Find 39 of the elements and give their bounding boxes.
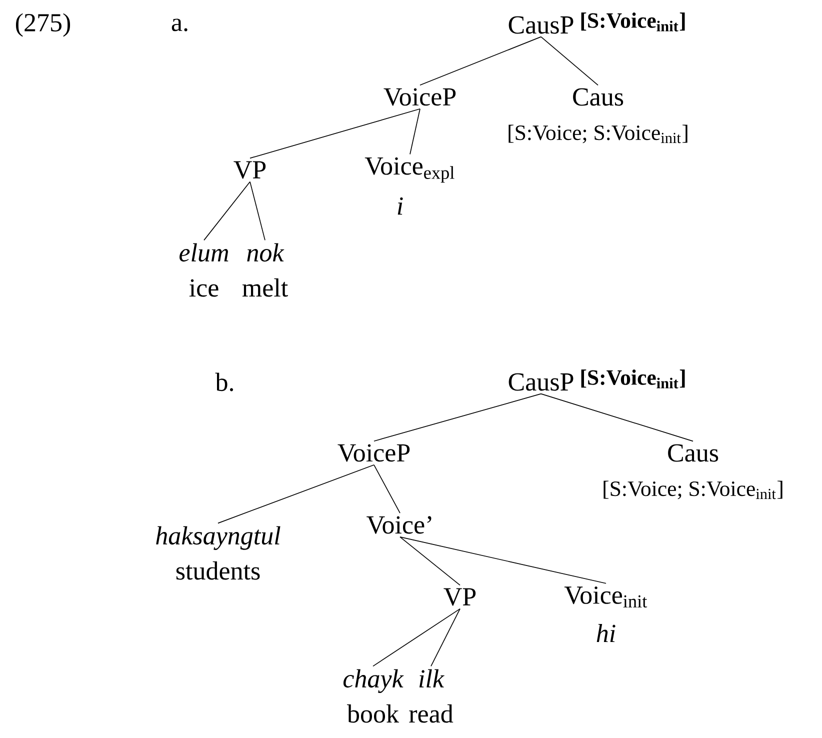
tree-branch xyxy=(372,608,460,667)
tree-label: VoiceP xyxy=(338,444,410,462)
tree-branch xyxy=(250,108,420,159)
subexample-label: a. xyxy=(172,18,188,32)
example-number: (275) xyxy=(16,13,70,37)
tree-branch xyxy=(204,181,250,241)
feature-label: [S:Voice; S:Voice$_{init}$] xyxy=(508,124,688,144)
tree-label: CausP xyxy=(508,16,574,34)
morpheme: hi xyxy=(596,624,616,642)
tree-label: VP xyxy=(444,588,476,606)
feature-label: [S:Voice; S:Voice$_{init}$] xyxy=(604,480,782,500)
tree-label: Caus xyxy=(573,88,624,106)
word-pair: chayk book xyxy=(343,669,404,723)
feature-label: [S:Voice$_{init}$] xyxy=(581,370,685,388)
tree-branch xyxy=(250,181,266,241)
tree-branch xyxy=(420,36,542,86)
subexample-label: b. xyxy=(215,372,234,392)
feature-label: [S:Voice$_{init}$] xyxy=(581,12,685,32)
tree-branch xyxy=(540,393,694,442)
tree-branch xyxy=(540,36,598,86)
tree-branch xyxy=(374,464,400,514)
word-pair: nok melt xyxy=(242,243,288,297)
tree-label: Voice$_{init}$ xyxy=(564,586,648,608)
tree-label: CausP xyxy=(508,373,574,391)
tree-label: VP xyxy=(234,161,266,179)
tree-branch xyxy=(218,464,374,524)
tree-label: Caus xyxy=(668,444,718,462)
tree-branch xyxy=(400,536,460,586)
tree-branch xyxy=(410,108,420,155)
tree-label: VoiceP xyxy=(384,88,456,106)
word-pair: elum ice xyxy=(180,243,228,297)
morpheme: i xyxy=(398,197,403,215)
tree-branch xyxy=(430,608,460,667)
tree-label: Voice$_{expl}$ xyxy=(364,157,454,183)
word-pair: ilk read xyxy=(409,669,454,723)
tree-branch xyxy=(374,393,542,442)
tree-label: Voice’ xyxy=(366,516,432,534)
word-pair: haksayngtul students xyxy=(156,526,280,580)
tree-branch xyxy=(400,536,606,584)
